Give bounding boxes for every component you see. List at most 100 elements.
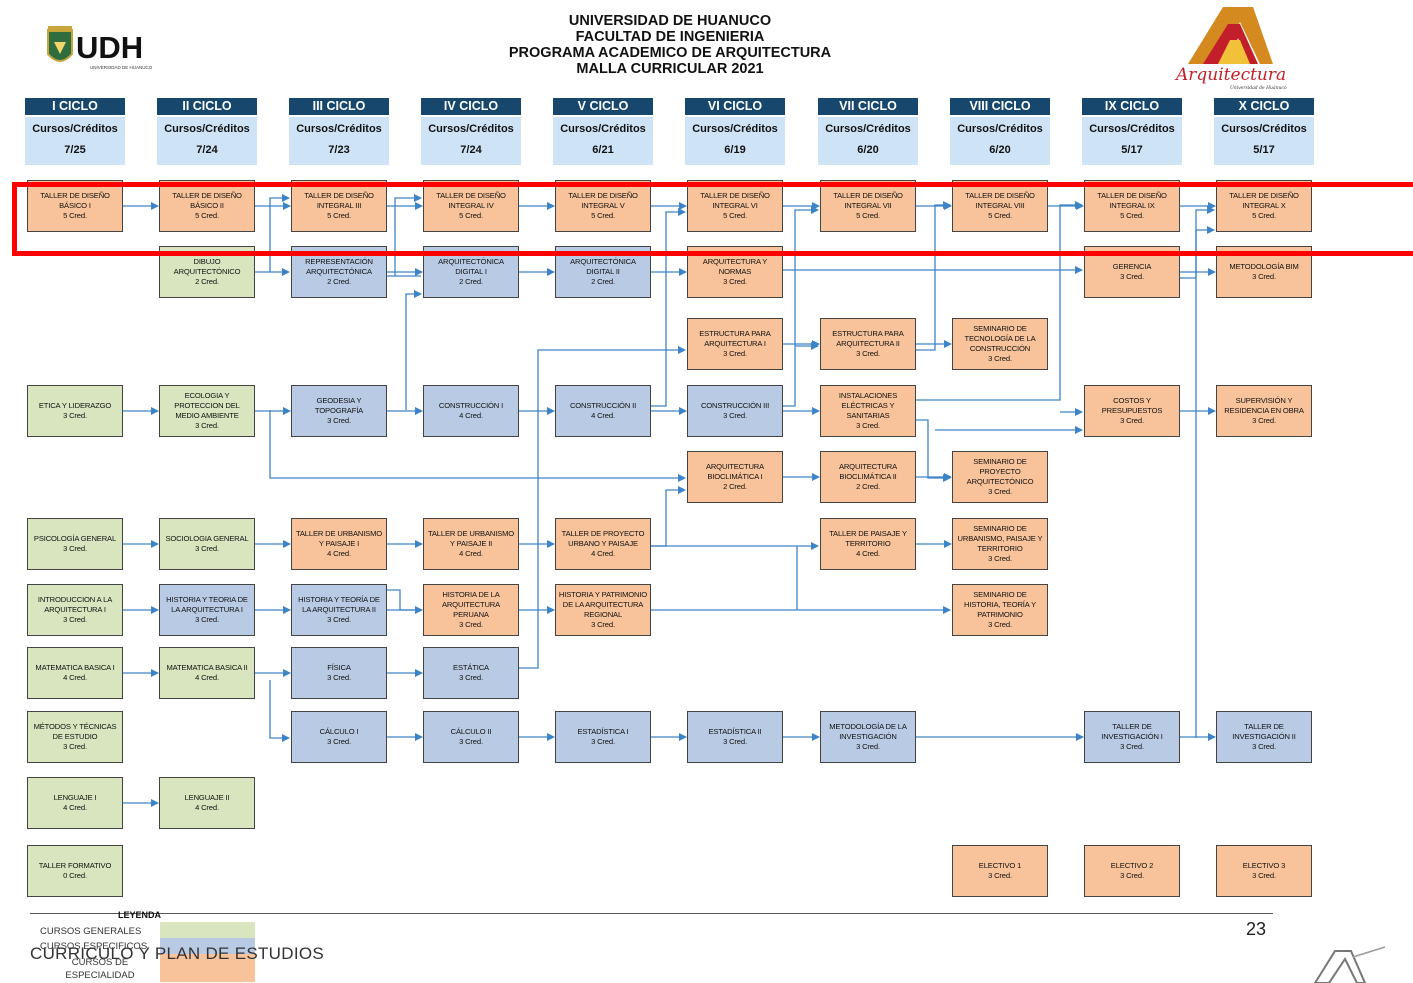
course-credits: 0 Cred. (63, 871, 87, 880)
footer-rule (30, 913, 1273, 914)
course-credits: 2 Cred. (327, 277, 351, 286)
course-name-line: INTEGRAL IX (1109, 201, 1155, 210)
course-name-line: DE ESTUDIO (52, 732, 98, 741)
course-name-line: ECOLOGIA Y (184, 391, 230, 400)
course-credits: 3 Cred. (63, 544, 87, 553)
prerequisite-arrow-44 (255, 194, 290, 273)
course-credits: 3 Cred. (195, 544, 219, 553)
course-name-line: LENGUAJE I (53, 793, 97, 802)
cycle-header-2: II CICLO (157, 98, 257, 115)
course-credits: 3 Cred. (723, 277, 747, 286)
course-name-line: INTEGRAL III (316, 201, 362, 210)
course-name-line: ESTRUCTURA PARA (699, 329, 771, 338)
course-name-line: DIGITAL I (455, 267, 487, 276)
course-name-line: RESIDENCIA EN OBRA (1224, 406, 1304, 415)
cycle-info-label: Cursos/Créditos (164, 123, 250, 135)
course-name-line: MÉTODOS Y TÉCNICAS (33, 722, 117, 731)
cycle-course-credit-count: 5/17 (1121, 144, 1143, 156)
course-name-line: PRESUPUESTOS (1101, 406, 1163, 415)
cycle-header-4: IV CICLO (421, 98, 521, 115)
course-credits: 3 Cred. (856, 349, 880, 358)
course-name-line: INTRODUCCION A LA (37, 595, 113, 604)
course-name-line: HISTORIA Y TEORIA DE (166, 595, 248, 604)
prerequisite-arrow-61 (651, 486, 686, 547)
legend-label-specific: CURSOS ESPECIFICOS (40, 941, 148, 952)
course-name-line: TALLER DE DISEÑO (700, 191, 770, 200)
course-credits: 5 Cred. (63, 211, 87, 220)
udh-logo-text: UDH (76, 30, 143, 65)
prerequisite-arrow-59 (1195, 226, 1215, 738)
footer-logo-mark (1313, 946, 1386, 983)
prerequisite-arrow-55 (915, 201, 1083, 401)
cycle-info-label: Cursos/Créditos (32, 123, 118, 135)
course-name-line: DE LA ARQUITECTURA (562, 600, 644, 609)
course-credits: 2 Cred. (723, 482, 747, 491)
legend-swatch-general (160, 922, 255, 938)
cycle-course-credit-count: 6/21 (592, 144, 614, 156)
course-name-line: HISTORIA DE LA (442, 590, 500, 599)
cycle-header-9: IX CICLO (1082, 98, 1182, 115)
course-name-line: BIOCLIMÁTICA II (839, 472, 897, 481)
course-name-line: MATEMATICA BASICA II (166, 663, 248, 672)
course-credits: 5 Cred. (195, 211, 219, 220)
course-name-line: INTEGRAL VI (712, 201, 758, 210)
course-credits: 2 Cred. (591, 277, 615, 286)
course-name-line: CONSTRUCCIÓN I (438, 401, 504, 410)
course-credits: 2 Cred. (195, 277, 219, 286)
course-name-line: ARQUITECTÓNICO (966, 477, 1034, 486)
course-name-line: PROTECCION DEL (174, 401, 240, 410)
course-name-line: CÁLCULO I (319, 727, 359, 736)
course-name-line: TALLER DE PAISAJE Y (829, 529, 907, 538)
course-name-line: GERENCIA (1112, 262, 1152, 271)
course-name-line: INTEGRAL VII (844, 201, 892, 210)
course-name-line: TALLER DE DISEÑO (833, 191, 903, 200)
cycle-course-credit-count: 6/20 (989, 144, 1011, 156)
cycle-header-6: VI CICLO (685, 98, 785, 115)
course-name-line: SUPERVISIÓN Y (1235, 396, 1293, 405)
cycle-header-1: I CICLO (25, 98, 125, 115)
header-line-2: FACULTAD DE INGENIERIA (575, 29, 765, 45)
course-name-line: TALLER DE DISEÑO (40, 191, 110, 200)
course-credits: 3 Cred. (988, 620, 1012, 629)
course-credits: 3 Cred. (327, 673, 351, 682)
course-name-line: TERRITORIO (845, 539, 891, 548)
course-name-line: HISTORIA Y PATRIMONIO (558, 590, 648, 599)
course-credits: 2 Cred. (459, 277, 483, 286)
course-credits: 3 Cred. (195, 421, 219, 430)
udh-logo: UDH UNIVERSIDAD DE HUANUCO (47, 26, 153, 70)
course-name-line: NORMAS (718, 267, 752, 276)
page-number: 23 (1246, 919, 1267, 939)
course-name-line: ARQUITECTURA (441, 600, 501, 609)
course-credits: 5 Cred. (591, 211, 615, 220)
cycle-info-label: Cursos/Créditos (1221, 123, 1307, 135)
course-credits: 3 Cred. (459, 737, 483, 746)
course-name-line: TALLER DE DISEÑO (1229, 191, 1299, 200)
